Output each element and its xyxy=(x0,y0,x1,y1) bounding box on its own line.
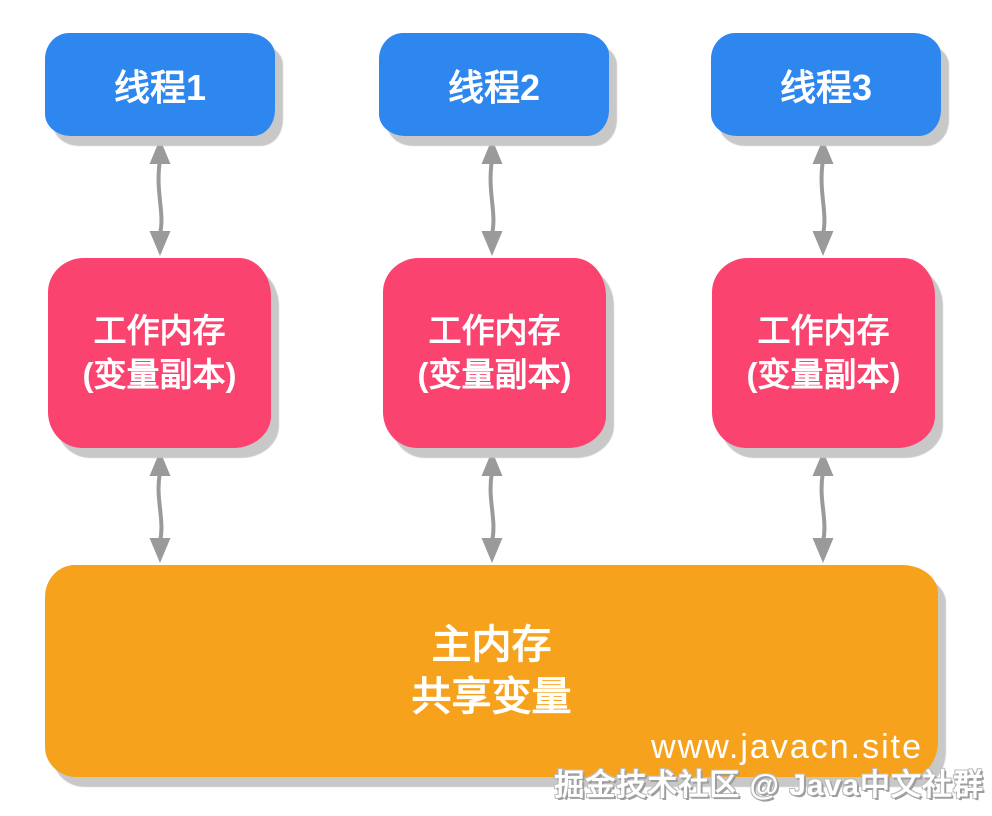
main-memory-text: 主内存 共享变量 xyxy=(412,619,572,723)
thread-3-box: 线程3 xyxy=(711,33,941,136)
watermark-url: www.javacn.site xyxy=(651,727,923,766)
thread-2-box: 线程2 xyxy=(379,33,609,136)
credit-text: 掘金技术社区 @ Java中文社群 xyxy=(554,769,984,802)
working-memory-1-title: 工作内存 xyxy=(93,312,226,350)
arrow-workmem1-mainmem xyxy=(149,451,171,563)
working-memory-2-subtitle: (变量副本) xyxy=(417,356,572,393)
arrow-thread2-workmem2 xyxy=(481,139,503,256)
thread-1-label: 线程1 xyxy=(113,66,207,108)
working-memory-2-title: 工作内存 xyxy=(428,312,561,350)
arrow-workmem2-mainmem xyxy=(481,451,503,563)
arrow-workmem3-mainmem xyxy=(812,451,834,563)
arrow-thread3-workmem3 xyxy=(812,139,834,256)
working-memory-1-box: 工作内存 (变量副本) xyxy=(48,258,271,448)
working-memory-2-box: 工作内存 (变量副本) xyxy=(383,258,606,448)
working-memory-1-subtitle: (变量副本) xyxy=(82,356,237,393)
main-memory-subtitle: 共享变量 xyxy=(411,675,572,719)
working-memory-3-subtitle: (变量副本) xyxy=(746,356,901,393)
thread-1-box: 线程1 xyxy=(45,33,275,136)
working-memory-3-box: 工作内存 (变量副本) xyxy=(712,258,935,448)
working-memory-3-title: 工作内存 xyxy=(757,312,890,350)
arrow-thread1-workmem1 xyxy=(149,139,171,256)
thread-2-label: 线程2 xyxy=(447,66,541,108)
main-memory-title: 主内存 xyxy=(431,623,552,667)
main-memory-box: 主内存 共享变量 www.javacn.site xyxy=(45,565,938,777)
thread-3-label: 线程3 xyxy=(779,66,873,108)
